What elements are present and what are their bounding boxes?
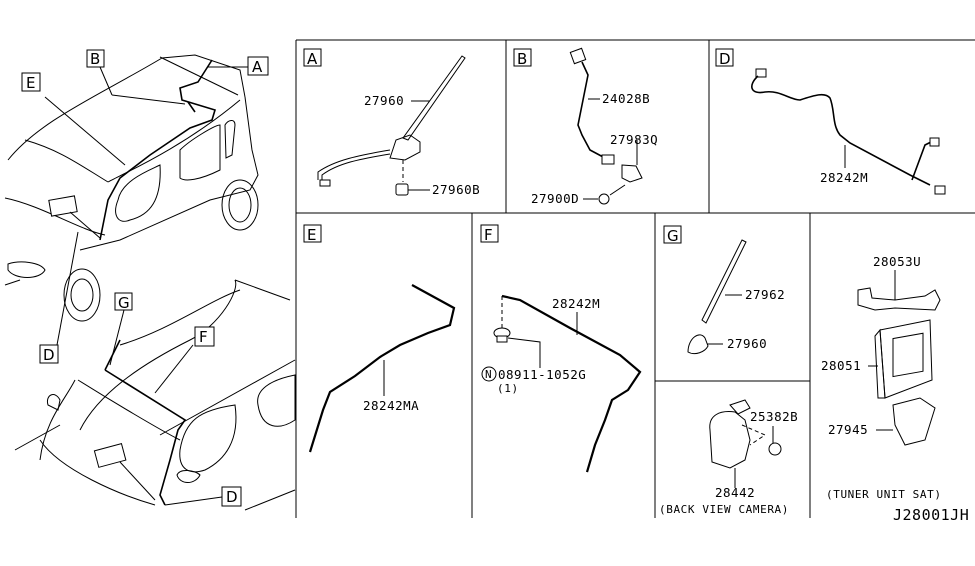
panel-b-label: B [517,50,527,68]
callout-b: B [90,50,100,68]
antenna-base-g [687,334,709,355]
tuner-unit [879,319,933,399]
part-28442: 28442 [715,485,755,500]
panel-g: G 27962 27960 [663,225,785,355]
panel-b: B 24028B 27983Q 27900D [513,47,658,206]
panel-grid [295,39,975,518]
callout-f: F [199,328,208,346]
camera-nut [768,442,782,456]
panel-a-label: A [307,50,318,68]
part-27983q: 27983Q [610,132,658,147]
tuner-caption: (TUNER UNIT SAT) [826,488,942,501]
callout-box-d-bottom [221,486,242,507]
callout-a: A [252,58,263,76]
part-28242m-f: 28242M [552,296,600,311]
panel-g-label: G [667,227,679,245]
part-27945: 27945 [828,422,868,437]
panel-e-label: E [307,226,316,244]
callout-d-bottom: D [226,488,238,506]
part-28242ma: 28242MA [363,398,419,413]
part-28242m-d: 28242M [820,170,868,185]
callout-box-e [21,72,41,92]
panel-f-label: F [484,226,493,244]
antenna-nut [395,183,409,196]
panel-tuner-unit: 28053U 28051 27945 (TUNER UNIT SAT) [821,254,942,501]
part-28051: 28051 [821,358,861,373]
tuner-bracket [857,287,941,311]
camera-caption: (BACK VIEW CAMERA) [659,503,789,516]
callout-box-a [247,56,269,76]
part-27960b: 27960B [432,182,480,197]
part-08911-quantity: (1) [497,382,519,395]
callout-d-top: D [43,346,55,364]
part-25382b: 25382B [750,409,798,424]
antenna-base [389,134,421,161]
panel-f: F 28242M N 08911-1052G (1) [480,224,642,473]
callout-box-b [86,49,105,68]
diagram-code: J28001JH [893,506,969,524]
part-28053u: 28053U [873,254,921,269]
callout-box-f [194,326,215,347]
part-08911-1052g: 08911-1052G [498,367,586,382]
part-27960-g: 27960 [727,336,767,351]
panel-d-label: D [719,50,731,68]
part-27960: 27960 [364,93,404,108]
n-symbol [481,366,497,382]
connector-box [621,164,643,183]
part-24028b: 24028B [602,91,650,106]
tuner-lower-bracket [892,397,936,446]
callout-g: G [118,294,130,312]
screw [598,193,610,205]
camera-body [709,411,751,469]
antenna-rod-g [701,239,747,324]
panel-d: D 28242M [715,48,946,195]
part-27900d: 27900D [531,191,579,206]
callout-box-d-top [39,344,59,364]
part-27962: 27962 [745,287,785,302]
vehicle-overview-top: B A E D [4,49,269,364]
panel-back-view-camera: 25382B 28442 (BACK VIEW CAMERA) [659,399,798,516]
antenna-rod [402,55,466,141]
part-prefix-n: N [485,368,492,381]
panel-a: A 27960 27960B [303,48,480,197]
vehicle-overview-bottom: G F D [14,279,296,511]
callout-e: E [26,74,35,92]
panel-e: E 28242MA [303,224,456,453]
